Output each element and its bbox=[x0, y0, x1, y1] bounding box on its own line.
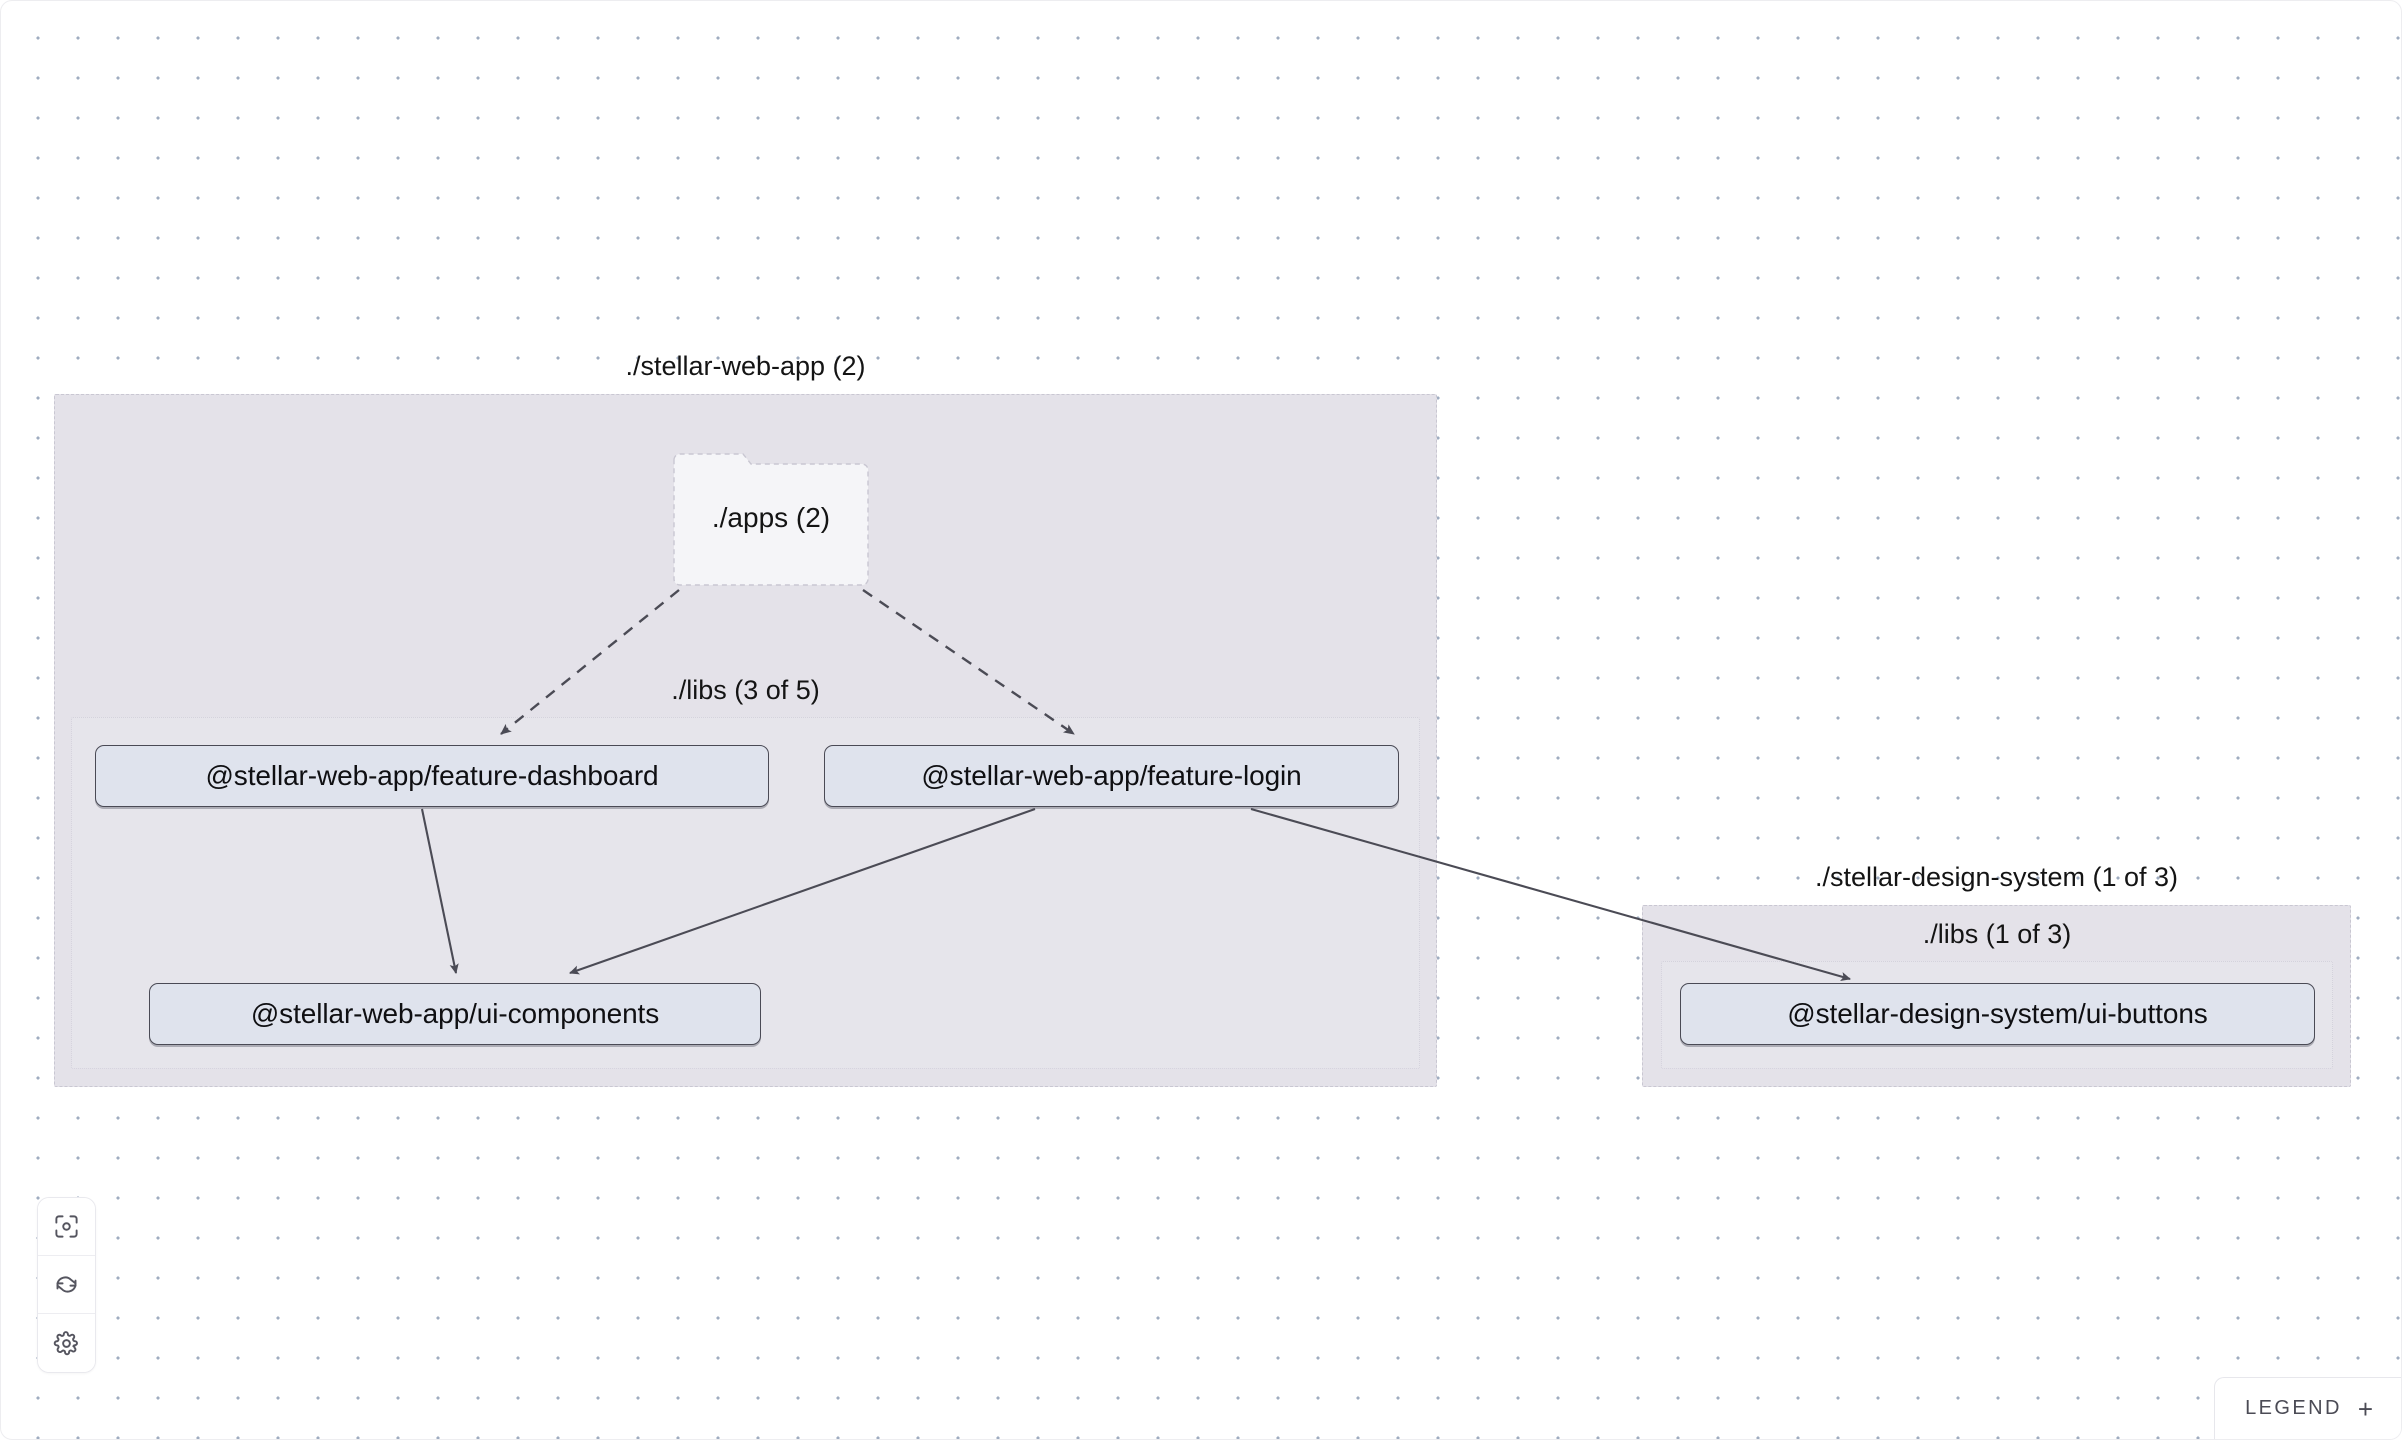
plus-icon: + bbox=[2357, 1393, 2373, 1424]
refresh-graph-button[interactable] bbox=[38, 1256, 95, 1314]
project-node-ui-buttons[interactable]: @stellar-design-system/ui-buttons bbox=[1680, 983, 2315, 1045]
cluster-label-stellar-web-app: ./stellar-web-app (2) bbox=[625, 351, 866, 381]
project-node-label: @stellar-web-app/feature-login bbox=[921, 760, 1302, 791]
focus-target-icon bbox=[53, 1213, 80, 1240]
graph-settings-button[interactable] bbox=[38, 1314, 95, 1372]
folder-node-apps[interactable]: ./apps (2) bbox=[671, 436, 871, 588]
project-node-ui-components[interactable]: @stellar-web-app/ui-components bbox=[149, 983, 761, 1045]
project-node-feature-login[interactable]: @stellar-web-app/feature-login bbox=[824, 745, 1399, 807]
legend-label: LEGEND bbox=[2245, 1397, 2342, 1419]
folder-icon bbox=[671, 436, 871, 588]
subcluster-label-design-system-libs: ./libs (1 of 3) bbox=[1922, 919, 2072, 949]
cluster-label-stellar-design-system: ./stellar-design-system (1 of 3) bbox=[1814, 862, 2179, 892]
subcluster-label-web-app-libs: ./libs (3 of 5) bbox=[671, 675, 820, 705]
legend-toggle-button[interactable]: LEGEND + bbox=[2214, 1377, 2401, 1439]
focus-graph-button[interactable] bbox=[38, 1198, 95, 1256]
project-node-feature-dashboard[interactable]: @stellar-web-app/feature-dashboard bbox=[95, 745, 769, 807]
project-node-label: @stellar-design-system/ui-buttons bbox=[1787, 998, 2208, 1029]
refresh-icon bbox=[53, 1271, 80, 1298]
project-node-label: @stellar-web-app/feature-dashboard bbox=[205, 760, 659, 791]
gear-icon bbox=[53, 1330, 80, 1357]
project-node-label: @stellar-web-app/ui-components bbox=[250, 998, 660, 1029]
graph-toolbar bbox=[37, 1197, 96, 1373]
